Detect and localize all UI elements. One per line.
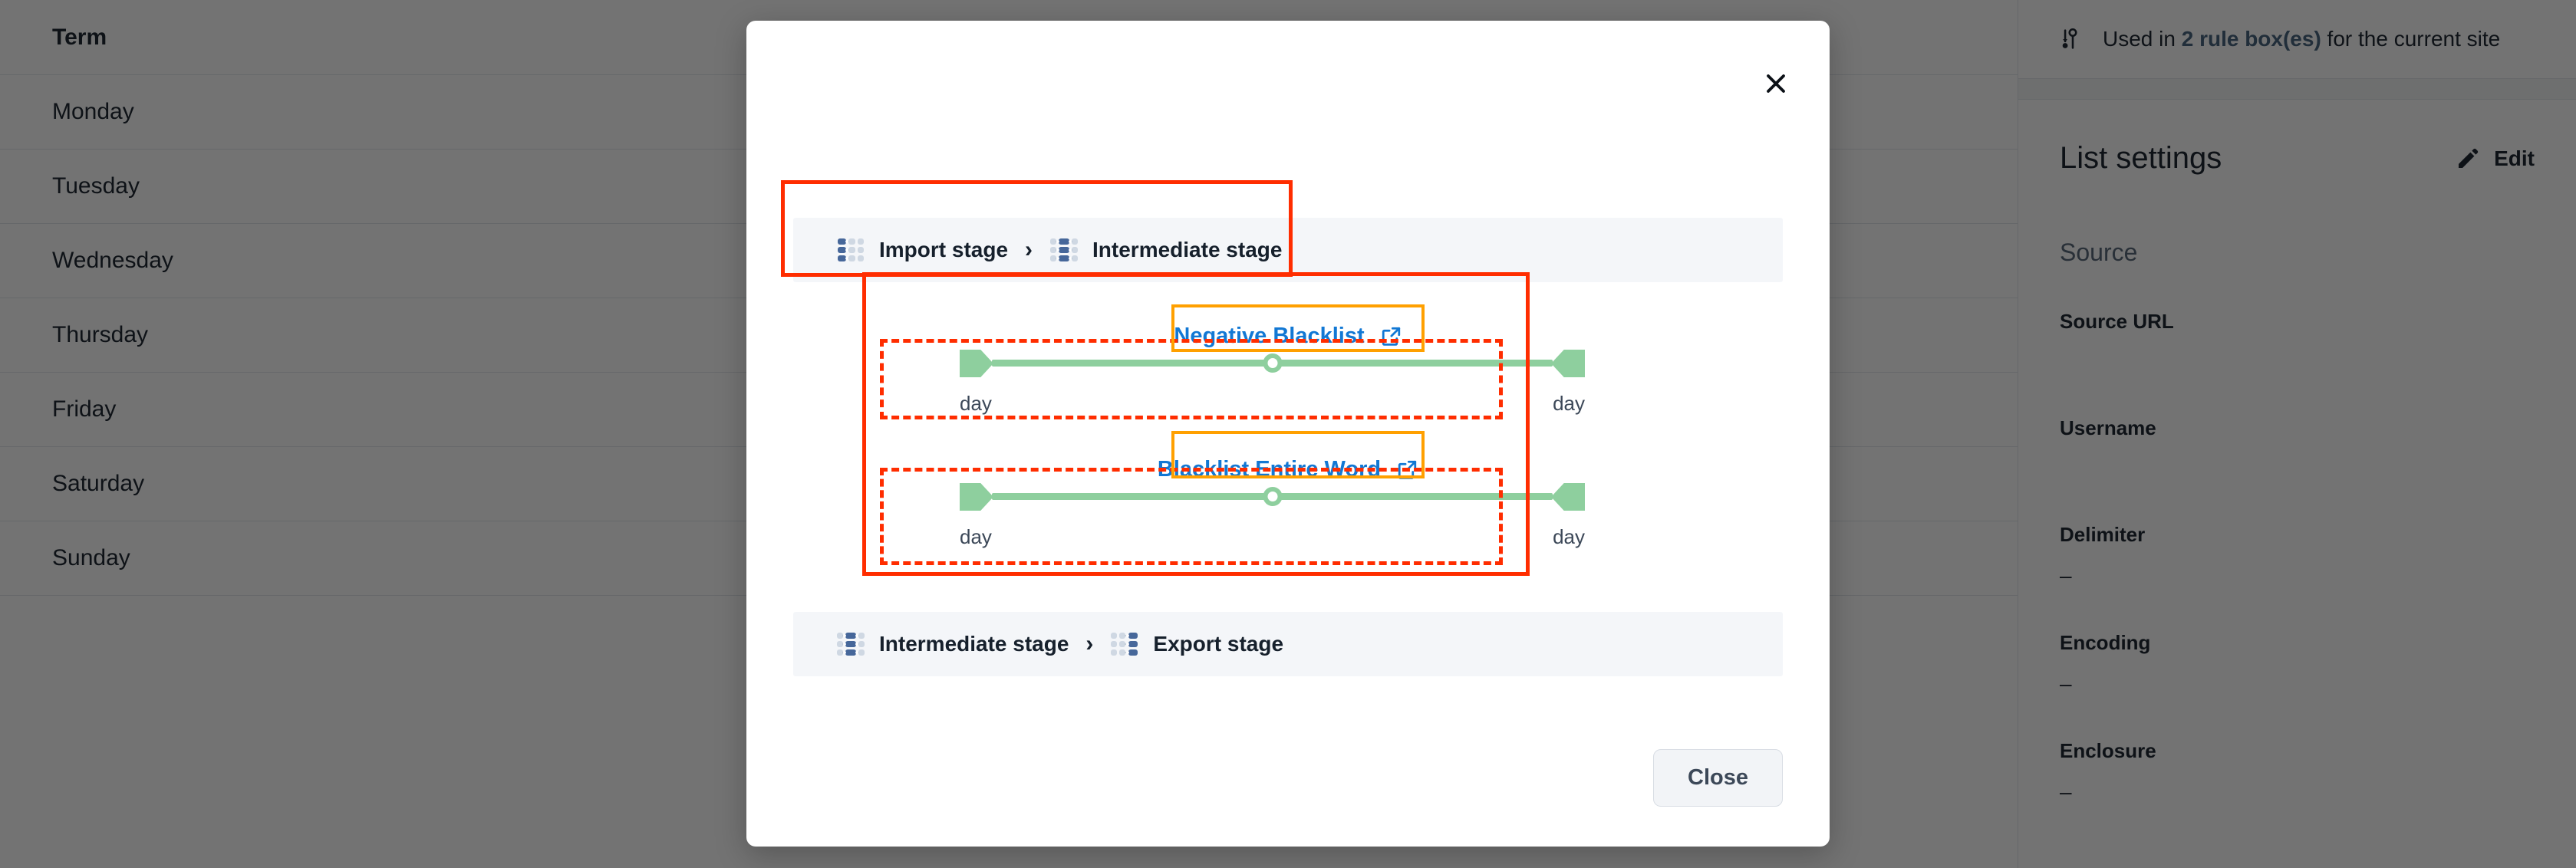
slider-track[interactable]	[960, 478, 1585, 515]
stage-from-label: Import stage	[879, 238, 1009, 261]
rule-link-row-1: Negative Blacklist	[746, 318, 1830, 354]
stage-rules-modal: Import stage ›	[746, 21, 1830, 847]
stage-from-label: Intermediate stage	[879, 632, 1069, 656]
stage-transition-intermediate-to-export: Intermediate stage ›	[793, 612, 1783, 676]
stage-transition-import-to-intermediate: Import stage ›	[793, 218, 1783, 282]
slider-track[interactable]	[960, 344, 1585, 381]
close-icon	[1767, 74, 1785, 93]
slider-handle-left[interactable]	[960, 483, 993, 511]
slider-labels: day day	[960, 525, 1585, 549]
export-stage-icon	[1111, 633, 1138, 656]
rule-slider-1: day day	[960, 344, 1585, 416]
import-stage-icon	[838, 238, 864, 261]
slider-handle-right[interactable]	[1551, 350, 1585, 377]
slider-knob[interactable]	[1263, 353, 1282, 373]
stage-from-import: Import stage	[836, 237, 1008, 263]
negative-blacklist-label: Negative Blacklist	[1174, 324, 1365, 348]
close-modal-button[interactable]	[1759, 67, 1793, 100]
intermediate-stage-icon	[837, 633, 865, 656]
slider-handle-right[interactable]	[1551, 483, 1585, 511]
stage-to-export: Export stage	[1110, 631, 1283, 657]
stage-to-label: Export stage	[1153, 632, 1284, 656]
slider-label-right: day	[1553, 392, 1585, 415]
modal-footer: Close	[746, 709, 1830, 847]
stage-to-label: Intermediate stage	[1092, 238, 1283, 261]
slider-label-left: day	[960, 392, 992, 415]
slider-knob[interactable]	[1263, 487, 1282, 506]
external-link-icon	[1382, 327, 1400, 346]
stage-from-intermediate: Intermediate stage	[836, 631, 1069, 657]
close-button[interactable]: Close	[1653, 748, 1783, 807]
slider-label-right: day	[1553, 525, 1585, 548]
slider-labels: day day	[960, 392, 1585, 416]
negative-blacklist-link[interactable]: Negative Blacklist	[1157, 318, 1418, 354]
stage-separator: ›	[1085, 631, 1094, 656]
intermediate-stage-icon	[1050, 238, 1079, 261]
stage-to-intermediate: Intermediate stage	[1049, 237, 1282, 263]
slider-handle-left[interactable]	[960, 350, 993, 377]
slider-label-left: day	[960, 525, 992, 548]
stage-separator: ›	[1025, 237, 1033, 262]
rule-slider-2: day day	[960, 478, 1585, 549]
